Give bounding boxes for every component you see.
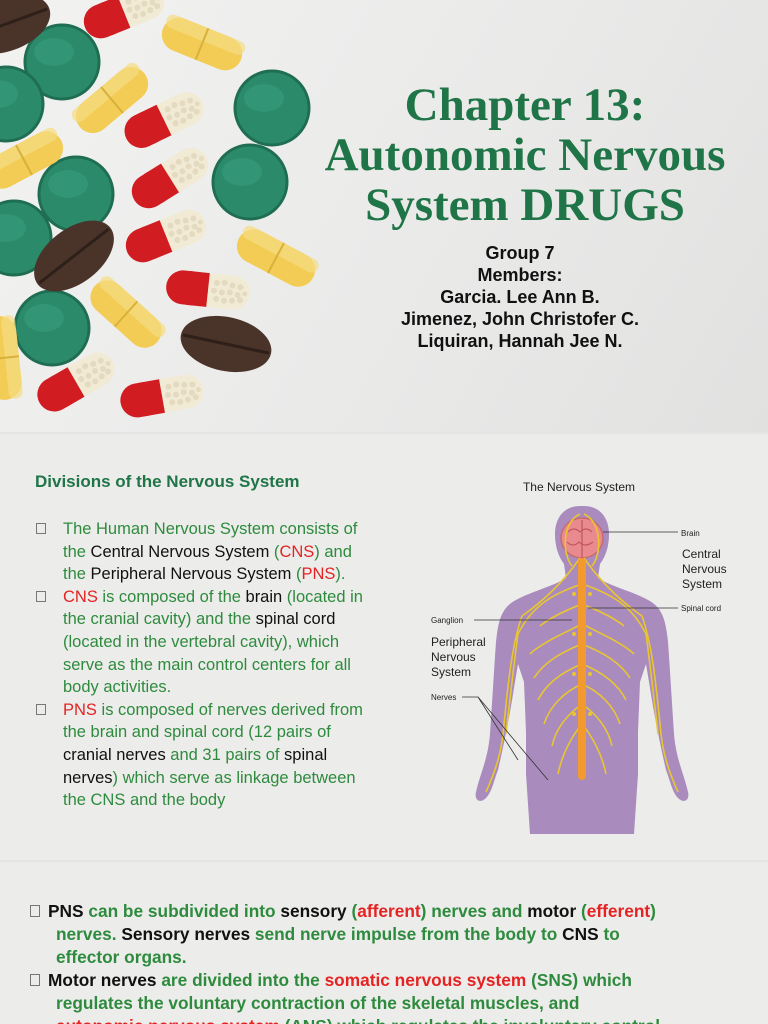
text-run: body activities.	[63, 678, 172, 697]
text-run: ) which regulates the involuntary contro…	[327, 1016, 660, 1024]
label-spinal-cord: Spinal cord	[681, 604, 721, 613]
text-run: nerves	[63, 768, 113, 787]
text-run: cranial nerves	[63, 745, 166, 764]
text-run: SNS	[536, 970, 573, 990]
bullet-item: Motor nerves are divided into the somati…	[30, 969, 750, 1024]
text-run: sensory	[280, 901, 347, 921]
title-line: System DRUGS	[365, 179, 685, 231]
label-cns: Central Nervous System	[682, 547, 730, 591]
label-pns: Peripheral Nervous System	[431, 635, 489, 679]
bullet-list: PNS can be subdivided into sensory (affe…	[30, 900, 750, 1024]
text-run: the CNS and the body	[63, 791, 226, 810]
text-run: ANS	[290, 1016, 327, 1024]
text-run: the cranial cavity) and the	[63, 610, 256, 629]
text-run: the	[63, 542, 91, 561]
spinal-cord	[578, 558, 586, 780]
nerve-network	[485, 513, 679, 793]
pns-subdivision-slide: PNS can be subdivided into sensory (affe…	[0, 862, 768, 1024]
label-brain: Brain	[681, 529, 700, 538]
bullet-item: The Human Nervous System consists of the…	[34, 518, 414, 586]
text-run: ) which	[572, 970, 632, 990]
member-name: Jimenez, John Christofer C.	[400, 309, 640, 329]
text-run: Peripheral Nervous System	[90, 565, 292, 584]
text-run: the	[63, 565, 91, 584]
text-run: PNS	[63, 700, 97, 719]
text-run: to	[598, 924, 620, 944]
bullet-item: PNS can be subdivided into sensory (affe…	[30, 900, 750, 969]
text-run: Central Nervous System	[90, 542, 270, 561]
member-name: Garcia. Lee Ann B.	[440, 287, 600, 307]
bullet-box-icon	[30, 974, 40, 986]
text-run: serve as the main control centers for al…	[63, 655, 351, 674]
text-run: regulates the voluntary contraction of t…	[56, 993, 580, 1013]
bullet-item: CNS is composed of the brain (located in…	[34, 586, 414, 699]
brain-folds	[566, 520, 594, 558]
diagram-title: The Nervous System	[523, 480, 635, 494]
nervous-system-diagram: The Nervous System	[422, 474, 742, 834]
group-members: Group 7 Members: Garcia. Lee Ann B. Jime…	[330, 242, 710, 352]
text-run: brain	[245, 587, 283, 606]
bullet-box-icon	[36, 703, 46, 715]
text-run: spinal	[284, 745, 328, 764]
divisions-slide: Divisions of the Nervous System The Huma…	[0, 434, 768, 860]
text-run: Motor nerves	[48, 970, 157, 990]
members-label: Members:	[477, 265, 563, 285]
text-run: motor	[527, 901, 577, 921]
text-run: CNS	[63, 587, 98, 606]
text-run: somatic nervous system	[324, 970, 527, 990]
ganglion-dots	[572, 592, 592, 716]
text-run: send nerve impulse from the body to	[250, 924, 563, 944]
bullet-box-icon	[36, 590, 46, 602]
text-run: spinal cord	[255, 610, 336, 629]
slide-heading: Divisions of the Nervous System	[35, 472, 300, 491]
text-run: (	[280, 1016, 291, 1024]
text-run: effector organs.	[56, 947, 187, 967]
text-run: ) which serve as linkage between	[112, 768, 356, 787]
text-run: (	[526, 970, 537, 990]
text-run: efferent	[586, 901, 651, 921]
text-run: (	[346, 901, 358, 921]
text-run: nerves.	[56, 924, 117, 944]
text-run: ) nerves and	[420, 901, 528, 921]
text-run: are divided into the	[156, 970, 325, 990]
text-run: (	[269, 542, 280, 561]
label-nerves: Nerves	[431, 693, 456, 702]
group-label: Group 7	[485, 243, 555, 263]
text-run: (located in	[282, 587, 363, 606]
title-line: Autonomic Nervous	[324, 129, 726, 181]
text-run: CNS	[279, 542, 315, 561]
text-run: CNS	[562, 924, 599, 944]
leader-lines	[462, 531, 678, 781]
bullet-box-icon	[36, 523, 46, 534]
member-name: Liquiran, Hannah Jee N.	[417, 331, 623, 351]
text-run: the brain and spinal cord (12 pairs of	[63, 723, 331, 742]
text-run: autonomic nervous system	[56, 1016, 280, 1024]
text-run: is composed of the	[97, 587, 246, 606]
text-run: PNS	[301, 565, 336, 584]
text-run: The Human Nervous System consists of	[63, 520, 358, 538]
bullet-item: PNS is composed of nerves derived from t…	[34, 699, 414, 812]
text-run: PNS	[48, 901, 84, 921]
text-run: can be subdivided into	[83, 901, 281, 921]
text-run: )	[650, 901, 656, 921]
title-line: Chapter 13:	[404, 79, 646, 131]
title-slide: Chapter 13: Autonomic Nervous System DRU…	[0, 0, 768, 432]
text-run: afferent	[357, 901, 421, 921]
text-run: and 31 pairs of	[165, 745, 285, 764]
text-run: ) and	[314, 542, 352, 561]
bullet-list: The Human Nervous System consists of the…	[34, 518, 414, 812]
bullet-box-icon	[30, 905, 40, 917]
text-run: (	[576, 901, 587, 921]
text-run: ).	[335, 565, 346, 584]
slide-title: Chapter 13: Autonomic Nervous System DRU…	[290, 80, 760, 230]
text-run: Sensory nerves	[116, 924, 251, 944]
text-run: is composed of nerves derived from	[96, 700, 363, 719]
label-ganglion: Ganglion	[431, 616, 463, 625]
text-run: (	[291, 565, 302, 584]
text-run: (located in the vertebral cavity), which	[63, 632, 340, 651]
